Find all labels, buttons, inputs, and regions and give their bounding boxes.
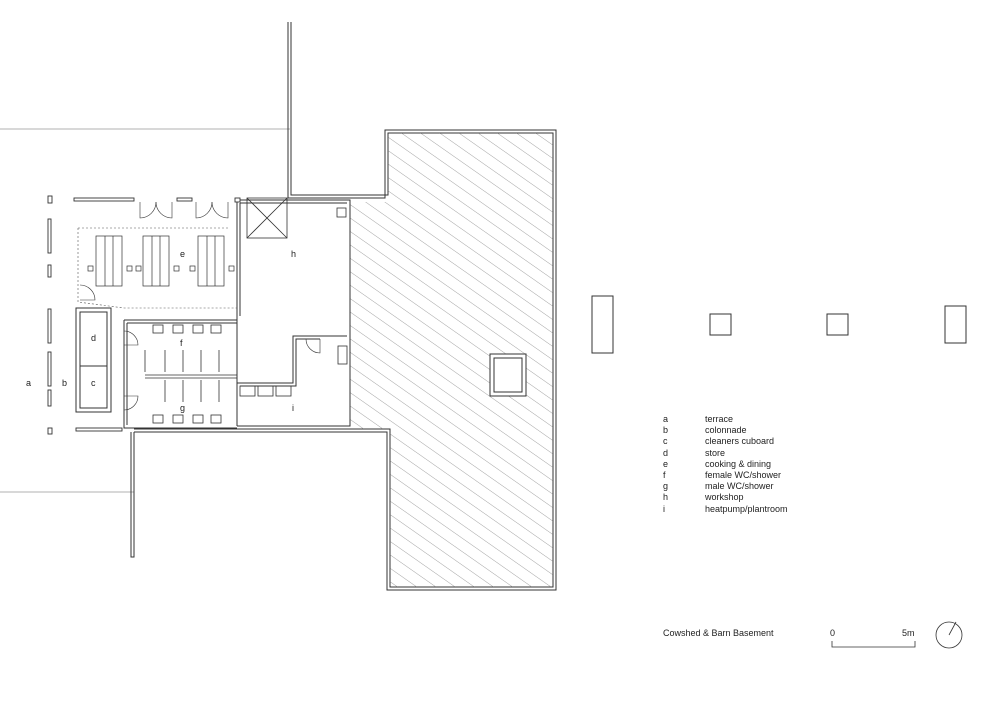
legend-label: workshop [705, 492, 744, 503]
legend-label: cleaners cuboard [705, 436, 775, 447]
room-label-f: f [180, 338, 183, 348]
kitchen-outline [77, 227, 237, 309]
legend-key: d [663, 447, 669, 458]
legend-row: c cleaners cuboard [663, 436, 788, 447]
room-label-i: i [292, 403, 294, 413]
plant-units [239, 207, 348, 397]
building-walls [75, 199, 351, 429]
legend-row: h workshop [663, 492, 788, 503]
room-label-c: c [91, 378, 96, 388]
dining-tables [87, 235, 235, 287]
legend-label: store [705, 447, 726, 458]
room-label-h: h [291, 249, 296, 259]
scale-bar-end-label: 5m [902, 628, 915, 638]
legend-label: cooking & dining [705, 458, 772, 469]
legend-label: terrace [705, 414, 734, 424]
room-label-a: a [26, 378, 31, 388]
north-arrow-icon [935, 621, 963, 649]
room-label-d: d [91, 333, 96, 343]
legend-key: e [663, 458, 669, 469]
room-label-g: g [180, 403, 185, 413]
legend-key: a [663, 414, 669, 424]
colonnade-columns [47, 195, 241, 435]
room-label-b: b [62, 378, 67, 388]
legend-row: g male WC/shower [663, 481, 788, 492]
legend-key: b [663, 425, 669, 436]
rooflight [489, 353, 527, 397]
legend-key: h [663, 492, 669, 503]
external-piers [591, 295, 967, 354]
legend-key: c [663, 436, 668, 447]
drawing-title: Cowshed & Barn Basement [663, 628, 774, 638]
legend-row: a terrace [663, 414, 788, 425]
legend-key: i [663, 503, 665, 514]
legend-label: male WC/shower [705, 481, 774, 492]
legend-row: i heatpump/plantroom [663, 504, 788, 515]
legend-key: g [663, 481, 669, 492]
legend-row: e cooking & dining [663, 459, 788, 470]
hatched-earth [350, 133, 553, 587]
scale-bar-start-label: 0 [830, 628, 836, 638]
terrace-outline [0, 128, 290, 493]
legend-row: f female WC/shower [663, 470, 788, 481]
legend-label: female WC/shower [705, 470, 782, 481]
room-labels: a b c d e f g h i [26, 249, 296, 413]
wc-cubicles [144, 324, 237, 424]
doors [79, 201, 321, 411]
legend-key: f [663, 470, 666, 481]
legend: a terrace b colonnade c cleaners cuboard d s… [663, 414, 788, 515]
legend-label: colonnade [705, 425, 747, 436]
legend-label: heatpump/plantroom [705, 503, 788, 514]
room-label-e: e [180, 249, 185, 259]
legend-row: d store [663, 448, 788, 459]
legend-row: b colonnade [663, 425, 788, 436]
scale-bar [831, 641, 916, 648]
workshop-rooflight [246, 197, 288, 239]
